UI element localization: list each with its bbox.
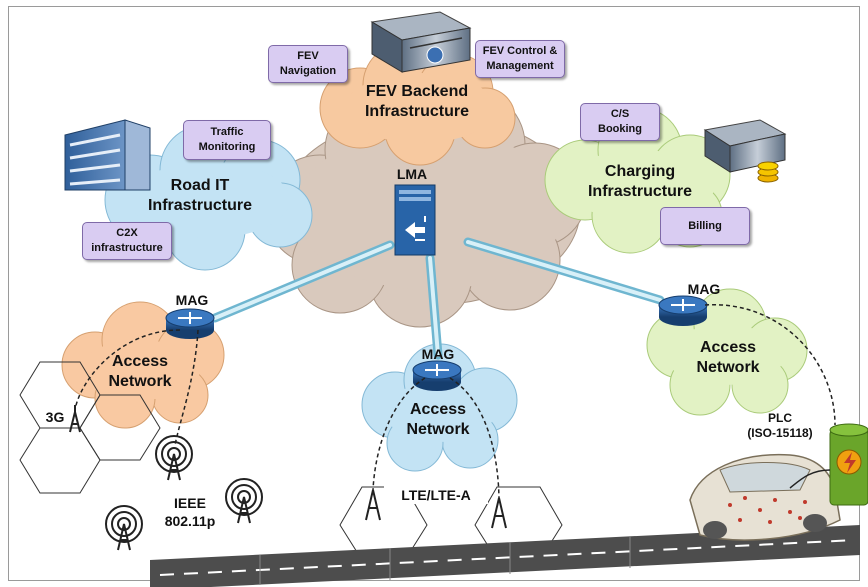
label-lte: LTE/LTE-A bbox=[384, 486, 488, 504]
charging-server-icon bbox=[703, 119, 787, 183]
mag-router-left-icon bbox=[165, 308, 215, 339]
fev-backend-cloud bbox=[319, 42, 516, 166]
diagram-frame bbox=[8, 6, 860, 581]
tag-fev-navigation: FEV Navigation bbox=[268, 45, 348, 83]
label-iso15118: (ISO-15118) bbox=[747, 426, 813, 440]
access-left-title: Access Network bbox=[108, 353, 172, 390]
mag-left-label: MAG bbox=[175, 292, 209, 308]
antenna-towers bbox=[69, 405, 507, 551]
tag-traffic-monitoring: Traffic Monitoring bbox=[183, 120, 271, 160]
access-center-title: Access Network bbox=[406, 401, 470, 438]
lma-server-icon bbox=[394, 184, 436, 256]
lma-links bbox=[210, 237, 665, 360]
label-plc: PLC bbox=[768, 411, 792, 425]
tag-billing: Billing bbox=[660, 207, 750, 245]
lma-label: LMA bbox=[396, 166, 428, 182]
fev-backend-title: FEV Backend Infrastructure bbox=[364, 83, 470, 120]
road bbox=[150, 525, 860, 587]
tag-cs-booking: C/S Booking bbox=[580, 103, 660, 141]
charging-title: Charging Infrastructure bbox=[587, 163, 693, 200]
tag-c2x: C2X infrastructure bbox=[82, 222, 172, 260]
fev-server-icon bbox=[370, 11, 472, 73]
mag-right-label: MAG bbox=[687, 281, 721, 297]
tower-wifi-a-icon bbox=[155, 435, 193, 481]
access-right-cloud bbox=[646, 288, 808, 416]
label-3g: 3G bbox=[45, 409, 65, 425]
tower-wifi-b-icon bbox=[225, 478, 263, 524]
dashed-links bbox=[74, 304, 836, 499]
access-right-title: Access Network bbox=[696, 339, 760, 376]
building-icon bbox=[64, 119, 151, 191]
label-80211p: 802.11p bbox=[164, 513, 216, 529]
mag-router-center-icon bbox=[412, 360, 462, 391]
label-ieee: IEEE bbox=[174, 495, 206, 511]
tower-lte-left-icon bbox=[365, 489, 381, 521]
road-it-title: Road IT Infrastructure bbox=[147, 177, 253, 214]
tag-fev-control: FEV Control & Management bbox=[475, 40, 565, 78]
access-left-cloud bbox=[61, 301, 225, 429]
charging-station-icon bbox=[789, 423, 868, 506]
mag-router-right-icon bbox=[658, 295, 708, 326]
tower-lte-right-icon bbox=[491, 497, 507, 529]
access-center-cloud bbox=[361, 343, 518, 472]
electric-car-icon bbox=[689, 453, 841, 541]
mag-center-label: MAG bbox=[421, 346, 455, 362]
tower-wifi-c-icon bbox=[105, 505, 143, 551]
